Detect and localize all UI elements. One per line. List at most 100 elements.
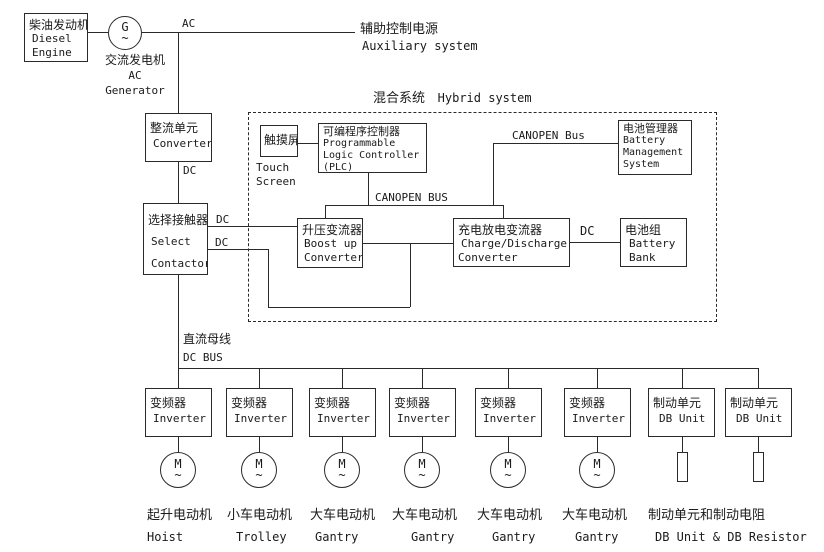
hybrid-system-boundary [248,112,717,322]
battery-management-label-en3: System [623,159,660,170]
motor-4-letter: M [418,457,426,471]
wire-dcbus-to-dbunit-1 [682,368,683,388]
motor-1-letter: M [174,457,182,471]
db-unit-1-label-en: DB Unit [659,412,706,425]
wire-canopen-to-charge [503,205,504,218]
wire-plc-to-canopen [368,173,369,205]
load-caption-trolley-en: Trolley [236,530,287,544]
wire-select-to-boost-dc [208,226,297,227]
load-caption-trolley: 小车电动机 Trolley [227,504,292,544]
touch-screen-label-zh: 触摸屏 [264,133,298,147]
load-caption-hoist-zh: 起升电动机 [147,508,213,523]
wire-inverter-to-motor-4 [422,437,423,452]
generator-symbol: G ~ [108,16,142,50]
battery-bank-label-en1: Battery [629,237,676,250]
boost-converter-label-zh: 升压变流器 [302,223,363,237]
touch-screen-box: 触摸屏 [260,125,298,157]
wire-dcbus-to-inverter-3 [342,368,343,388]
wire-select-to-dcbus [178,275,179,368]
wire-inverter-to-motor-2 [259,437,260,452]
select-contactor-label-en1: Select [151,235,191,248]
db-unit-box-2: 制动单元 DB Unit [725,388,792,437]
wire-inverter-to-motor-5 [508,437,509,452]
ac-line [142,32,355,33]
dc-bus-label-zh: 直流母线 [183,332,232,346]
load-caption-gantry-2: 大车电动机 Gantry [392,504,457,544]
wire-canopen-riser [493,143,494,205]
diesel-engine-label-zh: 柴油发动机 [29,18,88,32]
dc-bus-line [178,368,758,369]
motor-symbol-3: M ~ [324,452,360,488]
wire-canopen-to-bms [493,143,618,144]
generator-label-zh: 交流发电机 [104,53,165,67]
load-caption-trolley-zh: 小车电动机 [227,508,293,523]
canopen-bus-line [325,205,503,206]
ac-line-label: AC [182,17,196,30]
wire-inverter-to-motor-3 [342,437,343,452]
wire-dcbus-to-inverter-4 [422,368,423,388]
hybrid-system-title-en: Hybrid system [437,91,532,105]
wire-dbunit-to-resistor-1 [682,437,683,452]
wire-dcbus-to-inverter-2 [259,368,260,388]
charge-discharge-label-en1: Charge/Discharge [461,237,567,250]
diesel-engine-label-en2: Engine [32,46,72,59]
dc-label-rectifier: DC [183,164,197,177]
motor-symbol-2: M ~ [241,452,277,488]
load-caption-hoist: 起升电动机 Hoist [147,504,212,544]
battery-bank-label-zh: 电池组 [625,223,662,237]
auxiliary-label-en: Auxiliary system [362,39,478,53]
db-resistor-2 [753,452,764,482]
db-unit-box-1: 制动单元 DB Unit [648,388,715,437]
wire-bypass-down [268,249,269,307]
load-caption-gantry-1-zh: 大车电动机 [310,508,376,523]
battery-management-label-zh: 电池管理器 [623,122,678,135]
battery-management-box: 电池管理器 Battery Management System [618,120,692,175]
rectifier-label-zh: 整流单元 [150,121,199,135]
motor-symbol-1: M ~ [160,452,196,488]
charge-discharge-box: 充电放电变流器 Charge/Discharge Converter [453,218,570,267]
dc-label-select-2: DC [215,236,229,249]
canopen-bus-lower-label: CANOPEN BUS [375,191,448,204]
motor-2-letter: M [255,457,263,471]
load-caption-db-en: DB Unit & DB Resistor [655,530,807,544]
inverter-3-label-en: Inverter [317,412,370,425]
wire-dcbus-to-inverter-5 [508,368,509,388]
db-unit-1-label-zh: 制动单元 [653,396,702,410]
motor-symbol-5: M ~ [490,452,526,488]
diesel-engine-label-en1: Diesel [32,32,72,45]
load-caption-gantry-3: 大车电动机 Gantry [477,504,542,544]
motor-5-wave: ~ [504,468,512,482]
select-contactor-box: 选择接触器 Select Contactor [143,203,208,275]
plc-box: 可编程序控制器 Programmable Logic Controller (P… [318,123,427,173]
wire-inverter-to-motor-6 [597,437,598,452]
inverter-1-label-zh: 变频器 [150,396,187,410]
battery-management-label-en2: Management [623,147,684,158]
generator-label: 交流发电机 AC Generator [95,53,175,98]
wire-dcbus-to-dbunit-2 [758,368,759,388]
inverter-2-label-en: Inverter [234,412,287,425]
load-caption-gantry-2-en: Gantry [411,530,455,544]
plc-label-en2: Logic Controller [323,150,420,161]
dc-label-battery: DC [580,224,595,238]
wire-inverter-to-motor-1 [178,437,179,452]
inverter-box-3: 变频器 Inverter [309,388,376,437]
load-caption-db-zh: 制动单元和制动电阻 [648,508,766,523]
motor-symbol-4: M ~ [404,452,440,488]
touch-screen-caption-en1: Touch [256,161,290,174]
load-caption-gantry-4-zh: 大车电动机 [562,508,628,523]
inverter-2-label-zh: 变频器 [231,396,268,410]
wire-rectifier-to-select [178,162,179,203]
load-caption-gantry-1-en: Gantry [315,530,359,544]
generator-symbol-wave: ~ [121,31,129,45]
dc-label-select-1: DC [216,213,230,226]
battery-management-label-en1: Battery [623,135,666,146]
wire-select-bypass-dc [208,249,268,250]
db-unit-2-label-zh: 制动单元 [730,396,779,410]
diesel-engine-box: 柴油发动机 Diesel Engine [24,13,88,62]
hybrid-system-title: 混合系统 Hybrid system [373,87,532,106]
inverter-box-2: 变频器 Inverter [226,388,293,437]
generator-symbol-letter: G [121,20,129,34]
load-caption-hoist-en: Hoist [147,530,184,544]
inverter-box-1: 变频器 Inverter [145,388,212,437]
